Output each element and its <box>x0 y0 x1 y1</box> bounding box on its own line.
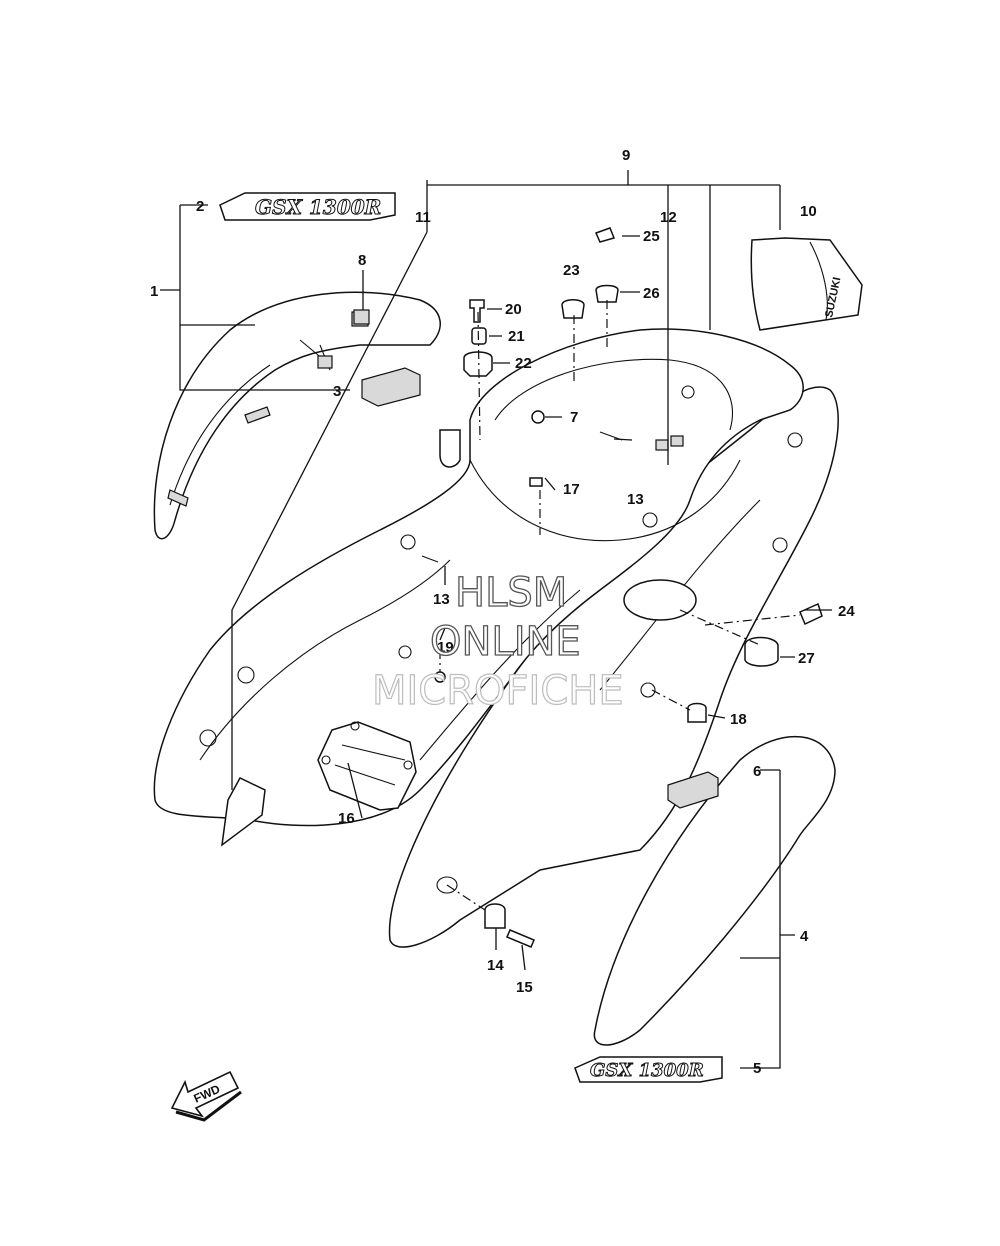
part-label-20: 20 <box>505 301 522 318</box>
sticker-part-12 <box>655 435 684 451</box>
part-label-22: 22 <box>515 355 532 372</box>
emblem-part-2: GSX 1300R <box>219 192 396 221</box>
guide-lines <box>439 300 801 911</box>
part-label-4: 4 <box>800 928 809 945</box>
part-label-25: 25 <box>643 228 660 245</box>
part-label-2: 2 <box>196 198 204 215</box>
emblem-part-5: GSX 1300R <box>574 1056 723 1083</box>
watermark-line-3: MICROFICHE <box>372 668 624 714</box>
bracket-part-16 <box>317 721 417 811</box>
watermark-line-2: ONLINE <box>430 619 581 665</box>
part-label-9: 9 <box>622 147 630 164</box>
part-label-23: 23 <box>563 262 580 279</box>
part-label-3: 3 <box>333 383 341 400</box>
part-label-10: 10 <box>800 203 817 220</box>
upper-cowl-part-1 <box>153 291 441 540</box>
part-label-12: 12 <box>660 209 677 226</box>
part-label-8: 8 <box>358 252 366 269</box>
part-label-6: 6 <box>753 763 761 780</box>
emblem-text-lower: GSX 1300R <box>590 1060 704 1081</box>
fasteners <box>421 227 823 948</box>
part-label-21: 21 <box>508 328 525 345</box>
pad-part-6 <box>667 771 719 809</box>
part-label-27: 27 <box>798 650 815 667</box>
flap-part-11 <box>221 777 266 847</box>
part-label-14: 14 <box>487 957 504 974</box>
part-label-24: 24 <box>838 603 855 620</box>
part-label-13b: 13 <box>433 591 450 608</box>
part-label-16: 16 <box>338 810 355 827</box>
watermark-line-1: HLSM <box>455 570 567 616</box>
emblem-text-upper: GSX 1300R <box>255 195 381 219</box>
part-labels: 1 2 3 4 5 6 7 8 9 10 11 12 13 13 14 15 1… <box>150 147 855 1077</box>
part-label-13a: 13 <box>627 491 644 508</box>
part-label-1: 1 <box>150 283 158 300</box>
clip-part-8 <box>353 309 370 325</box>
side-cover-part-4 <box>593 735 836 1046</box>
pad-part-3 <box>361 367 421 407</box>
part-label-15: 15 <box>516 979 533 996</box>
watermark: HLSM ONLINE MICROFICHE <box>371 569 624 714</box>
part-label-7: 7 <box>570 409 578 426</box>
leader-lines <box>160 170 832 1069</box>
part-label-19: 19 <box>437 639 454 656</box>
frame-cover <box>153 328 839 948</box>
tail-cover-part-10: SUZUKI <box>750 237 863 331</box>
part-label-17: 17 <box>563 481 580 498</box>
part-label-26: 26 <box>643 285 660 302</box>
fwd-arrow-icon: FWD <box>170 1070 242 1122</box>
part-label-11: 11 <box>415 209 431 226</box>
part-label-5: 5 <box>753 1060 761 1077</box>
part-label-18: 18 <box>730 711 747 728</box>
